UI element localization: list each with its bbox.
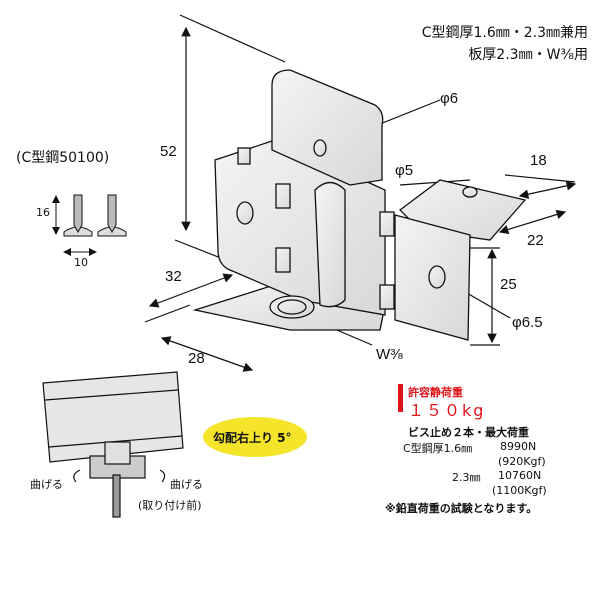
dim-base-width: 28 xyxy=(188,350,205,367)
dim-arm-height: 25 xyxy=(500,276,517,293)
screw-head-diameter: 10 xyxy=(74,256,88,269)
screw-model: (C型鋼50100) xyxy=(16,150,110,166)
load-accent-bar xyxy=(398,384,403,412)
dim-arm-depth: 22 xyxy=(527,232,544,249)
bracket-body xyxy=(192,69,527,341)
before-install-label: (取り付け前) xyxy=(138,499,202,512)
load-title: 許容静荷重 xyxy=(408,386,463,399)
screw-length: 16 xyxy=(36,206,50,219)
slope-badge: 勾配右上り 5° xyxy=(213,431,292,445)
load-subtitle: ビス止め２本・最大荷重 xyxy=(408,426,529,439)
load-row-2-force: 10760N xyxy=(498,469,542,482)
screw-illustrations xyxy=(52,194,127,256)
load-row-2-kgf: (1100Kgf) xyxy=(492,484,547,497)
load-row-2-thickness: 2.3㎜ xyxy=(452,471,481,484)
dim-arm-width: 18 xyxy=(530,152,547,169)
dim-hole-arm: φ6.5 xyxy=(512,314,543,331)
dim-hole-side: φ5 xyxy=(395,162,414,179)
load-row-1-thickness: C型鋼厚1.6㎜ xyxy=(403,442,473,455)
load-row-1-kgf: (920Kgf) xyxy=(498,455,546,468)
dim-bolt: W⅜ xyxy=(376,346,403,363)
dim-hole-top: φ6 xyxy=(440,90,459,107)
spec-line-2: 板厚2.3㎜・W⅜用 xyxy=(468,47,588,63)
spec-line-1: C型鋼厚1.6㎜・2.3㎜兼用 xyxy=(421,25,588,41)
dim-base-depth: 32 xyxy=(165,268,182,285)
load-value: １５０kg xyxy=(408,401,486,420)
slope-badge-bg xyxy=(203,417,307,457)
bend-left-label: 曲げる xyxy=(30,478,63,491)
bend-right-label: 曲げる xyxy=(170,478,203,491)
load-row-1-force: 8990N xyxy=(500,440,537,453)
load-note: ※鉛直荷重の試験となります。 xyxy=(385,502,538,515)
dim-height: 52 xyxy=(160,143,177,160)
install-illustration xyxy=(42,371,184,518)
